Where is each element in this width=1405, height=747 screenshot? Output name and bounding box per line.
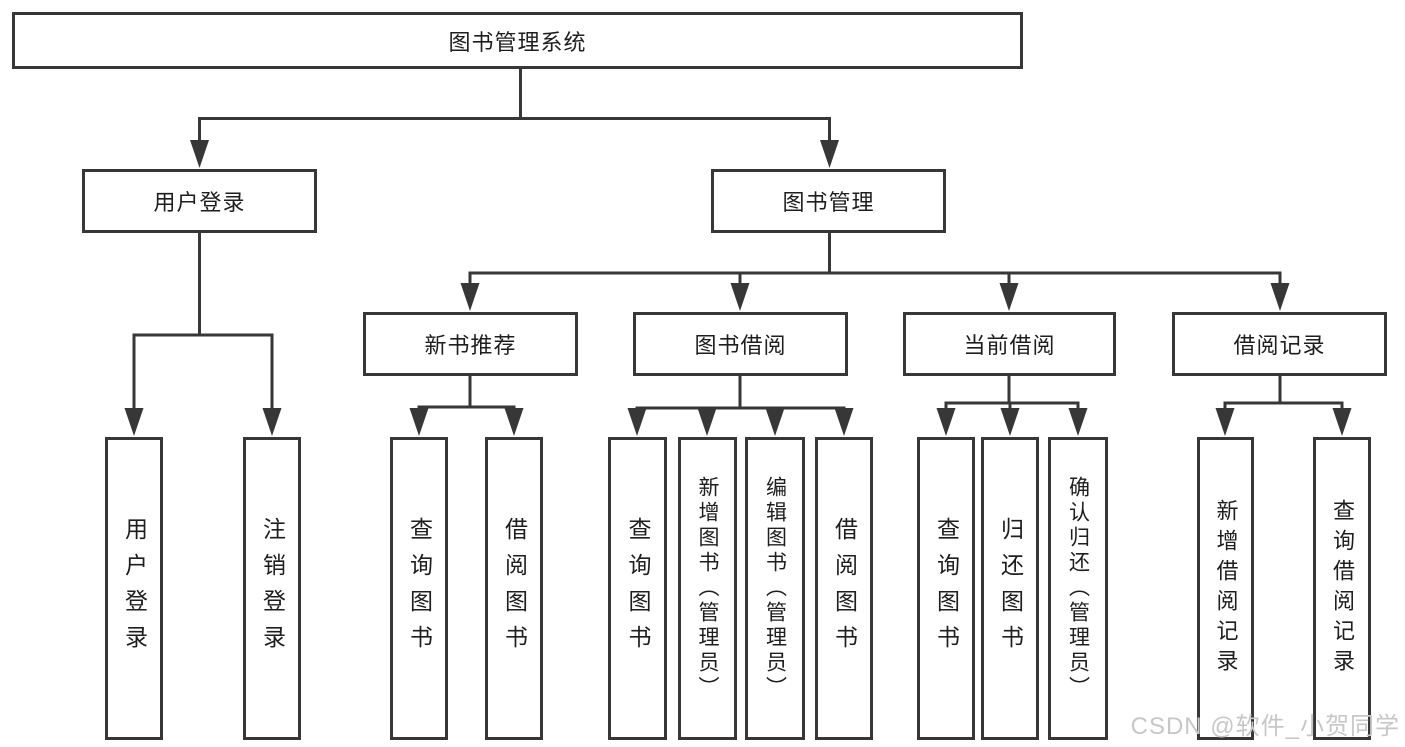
node-user-login: 用户登录	[82, 169, 317, 233]
leaf-bb-add-books-admin: 新增图书（管理员）	[678, 437, 737, 740]
leaf-user-login: 用户登录	[105, 437, 163, 740]
leaf-logout: 注销登录	[243, 437, 301, 740]
node-book-management: 图书管理	[711, 169, 946, 233]
leaf-br-add-record: 新增借阅记录	[1197, 437, 1254, 740]
leaf-cb-query-books: 查询图书	[917, 437, 975, 740]
node-borrowing-records: 借阅记录	[1172, 312, 1387, 376]
leaf-bb-query-books: 查询图书	[608, 437, 667, 740]
leaf-bb-borrow-books: 借阅图书	[815, 437, 873, 740]
watermark: CSDN @软件_小贺同学	[1130, 713, 1400, 740]
arrowhead-icons	[124, 140, 1352, 436]
leaf-cb-confirm-return-admin: 确认归还（管理员）	[1048, 437, 1108, 740]
node-book-borrowing: 图书借阅	[633, 312, 848, 376]
node-new-book-recommend: 新书推荐	[363, 312, 578, 376]
node-library-system: 图书管理系统	[12, 12, 1023, 69]
node-current-borrowing: 当前借阅	[903, 312, 1116, 376]
leaf-nbr-borrow-books: 借阅图书	[485, 437, 543, 740]
leaf-nbr-query-books: 查询图书	[390, 437, 448, 740]
leaf-cb-return-books: 归还图书	[981, 437, 1039, 740]
leaf-bb-edit-books-admin: 编辑图书（管理员）	[745, 437, 805, 740]
leaf-br-query-record: 查询借阅记录	[1313, 437, 1371, 740]
